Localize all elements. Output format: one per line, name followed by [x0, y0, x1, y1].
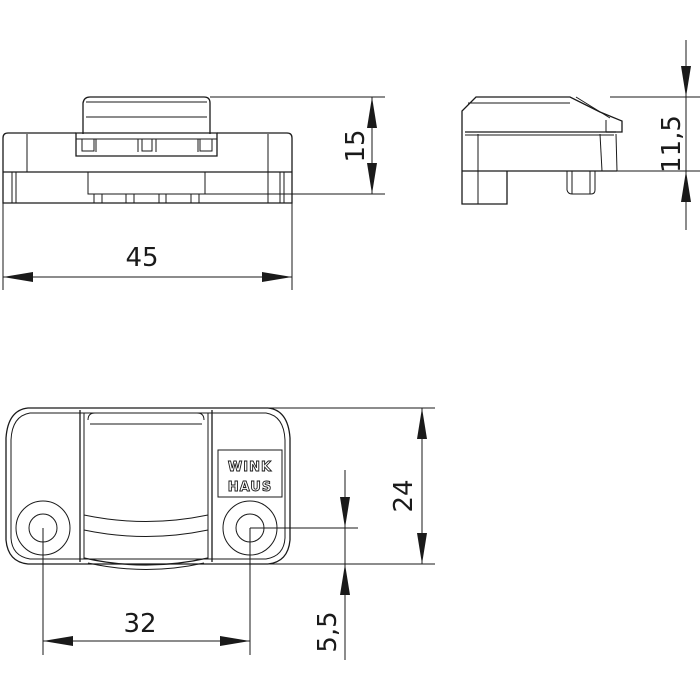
dimension-height-side: 11,5	[610, 40, 700, 230]
dimension-label-5-5: 5,5	[313, 611, 343, 652]
dimension-depth-top: 24	[268, 407, 435, 565]
dimension-label-24: 24	[389, 479, 419, 512]
dimension-label-15: 15	[341, 129, 371, 162]
dimension-width-front: 45	[2, 203, 293, 290]
side-view	[461, 96, 623, 205]
top-view: WINK HAUS	[5, 407, 291, 570]
dimension-label-45: 45	[125, 243, 158, 273]
logo-line1: WINK	[228, 460, 272, 475]
logo-line2: HAUS	[228, 480, 272, 495]
dimension-hole-spacing: 32	[42, 528, 251, 655]
dimension-height-front: 15	[205, 96, 385, 195]
front-view	[2, 96, 293, 204]
dimension-hole-offset: 5,5	[250, 470, 358, 660]
dimension-label-32: 32	[123, 609, 156, 639]
dimension-label-11-5: 11,5	[657, 115, 687, 173]
winkhaus-logo: WINK HAUS	[217, 449, 283, 498]
